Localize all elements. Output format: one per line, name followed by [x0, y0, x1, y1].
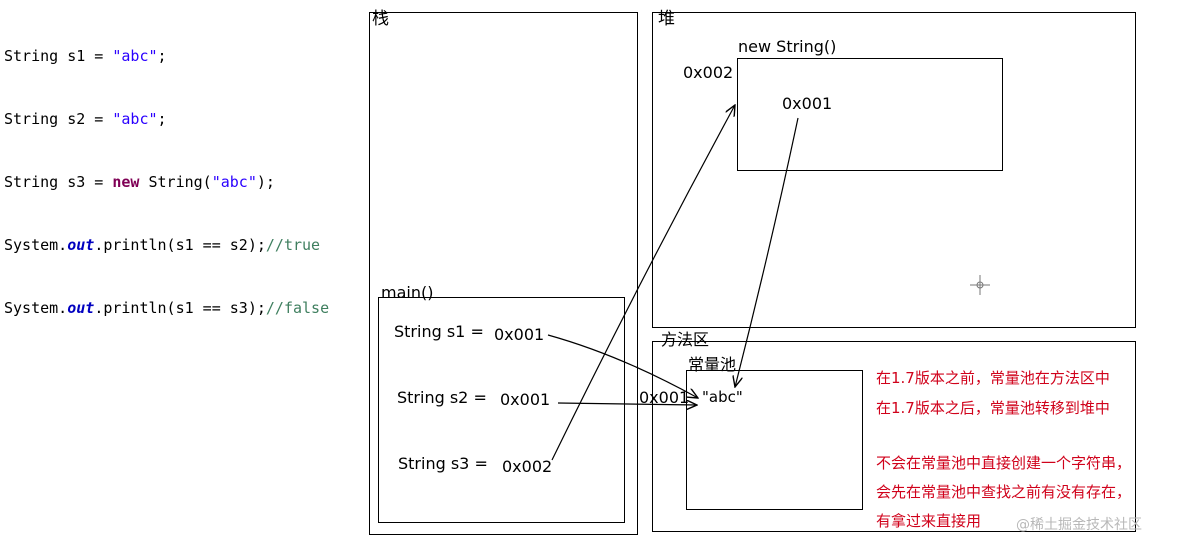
arrow-object-to-pool	[735, 117, 799, 387]
code-token: //false	[265, 299, 330, 317]
string-object-label: new String()	[738, 37, 837, 56]
code-token: new	[112, 173, 140, 191]
code-line: String s1 = "abc";	[4, 46, 329, 67]
code-line: String s2 = "abc";	[4, 109, 329, 130]
arrow-s2-to-pool	[557, 403, 697, 405]
string-object-box	[737, 58, 1003, 171]
code-token: String(	[139, 173, 212, 191]
note-line: 在1.7版本之前，常量池在方法区中	[876, 369, 1110, 387]
heap-title: 堆	[658, 9, 675, 29]
code-token: .println(s1 == s2);	[94, 236, 266, 254]
code-line: System.out.println(s1 == s2);//true	[4, 235, 329, 256]
code-token: String s3 =	[4, 173, 113, 191]
string-object-value: 0x001	[782, 94, 833, 113]
constant-pool-box	[686, 370, 863, 510]
code-token: .println(s1 == s3);	[94, 299, 266, 317]
s1-value: 0x001	[494, 325, 545, 344]
arrow-s1-to-pool	[547, 334, 698, 398]
s3-value: 0x002	[502, 457, 553, 476]
note-line: 会先在常量池中查找之前有没有存在，	[876, 483, 1132, 501]
note-line: 不会在常量池中直接创建一个字符串，	[876, 454, 1132, 472]
code-snippet: String s1 = "abc"; String s2 = "abc"; St…	[4, 4, 329, 340]
code-token: out	[67, 236, 95, 254]
code-token: out	[67, 299, 95, 317]
arrow-s3-to-object	[551, 105, 735, 461]
constant-pool-address: 0x001	[639, 388, 690, 407]
code-token: );	[256, 173, 275, 191]
s2-value: 0x001	[500, 390, 551, 409]
code-token: ;	[157, 47, 167, 65]
code-line: System.out.println(s1 == s3);//false	[4, 298, 329, 319]
method-area-title: 方法区	[661, 330, 710, 349]
constant-pool-value: "abc"	[702, 388, 743, 406]
note-line: 有拿过来直接用	[876, 512, 982, 530]
s1-label: String s1 =	[394, 322, 484, 341]
s3-label: String s3 =	[398, 454, 488, 473]
code-token: ;	[157, 110, 167, 128]
code-token: "abc"	[112, 47, 158, 65]
code-line: String s3 = new String("abc");	[4, 172, 329, 193]
watermark: @稀土掘金技术社区	[1016, 517, 1142, 533]
method-area-region	[652, 341, 1136, 532]
code-token: String s1 =	[4, 47, 113, 65]
s2-label: String s2 =	[397, 388, 487, 407]
stack-region	[369, 12, 638, 535]
code-token: "abc"	[112, 110, 158, 128]
code-token: String s2 =	[4, 110, 113, 128]
code-token: //true	[265, 236, 321, 254]
crosshair-icon	[970, 275, 990, 295]
code-token: "abc"	[211, 173, 257, 191]
code-token: System.	[4, 299, 68, 317]
string-object-address: 0x002	[683, 63, 734, 82]
stack-title: 栈	[372, 9, 389, 29]
heap-region	[652, 12, 1136, 328]
constant-pool-label: 常量池	[688, 355, 737, 374]
code-token: System.	[4, 236, 68, 254]
main-frame	[378, 297, 625, 523]
note-line: 在1.7版本之后，常量池转移到堆中	[876, 399, 1110, 417]
main-frame-label: main()	[381, 283, 434, 302]
